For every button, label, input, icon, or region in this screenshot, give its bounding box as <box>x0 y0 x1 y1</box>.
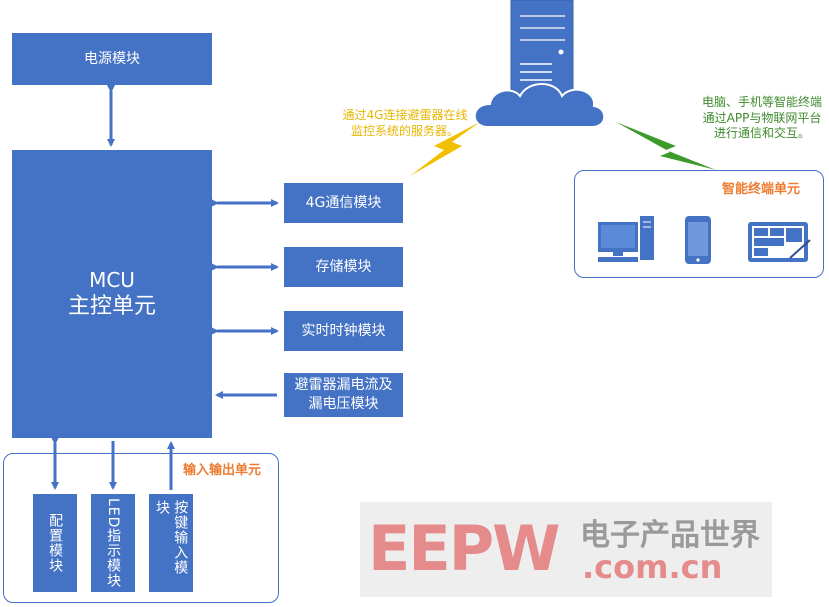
config-module-label: 配置模块 <box>47 513 64 573</box>
mcu-box: MCU 主控单元 <box>12 150 212 438</box>
power-module-label: 电源模块 <box>84 50 140 67</box>
comm-4g-module-box: 4G通信模块 <box>284 183 403 223</box>
io-unit-label: 输入输出单元 <box>183 463 262 478</box>
desktop-computer-icon <box>598 216 654 262</box>
server-note: 通过4G连接避雷器在线监控系统的服务器。 <box>342 108 468 138</box>
rtc-module-label: 实时时钟模块 <box>301 322 386 339</box>
mcu-subtitle: 主控单元 <box>67 293 156 319</box>
terminal-unit-label: 智能终端单元 <box>722 182 801 197</box>
comm-4g-module-label: 4G通信模块 <box>305 194 382 211</box>
mcu-title: MCU <box>89 267 135 292</box>
config-module-box: 配置模块 <box>33 494 77 592</box>
leakage-module-box: 避雷器漏电流及漏电压模块 <box>284 373 403 417</box>
watermark-domain: .com.cn <box>582 548 723 586</box>
lightning-green-icon <box>616 122 716 170</box>
watermark-cn: 电子产品世界 <box>580 518 760 553</box>
rtc-module-box: 实时时钟模块 <box>284 311 403 351</box>
lightning-yellow-icon <box>410 122 480 176</box>
io-unit-group <box>3 453 279 603</box>
keys-module-box: 按键输入模块 <box>149 494 193 592</box>
cloud-icon <box>473 83 606 128</box>
power-module-box: 电源模块 <box>12 33 212 85</box>
watermark-brand: EEPW <box>368 512 561 585</box>
keys-module-label: 按键输入模块 <box>154 500 189 575</box>
led-module-label: LED指示模块 <box>105 497 122 589</box>
terminal-note: 电脑、手机等智能终端通过APP与物联网平台进行通信和交互。 <box>701 95 822 141</box>
tablet-icon <box>748 222 811 262</box>
terminal-unit-group <box>574 170 824 278</box>
eepw-watermark: EEPW 电子产品世界 .com.cn <box>360 502 772 597</box>
smartphone-icon <box>685 216 711 264</box>
led-module-box: LED指示模块 <box>91 494 135 592</box>
storage-module-box: 存储模块 <box>284 247 403 287</box>
storage-module-label: 存储模块 <box>315 258 372 275</box>
leakage-module-label: 避雷器漏电流及漏电压模块 <box>294 377 393 412</box>
